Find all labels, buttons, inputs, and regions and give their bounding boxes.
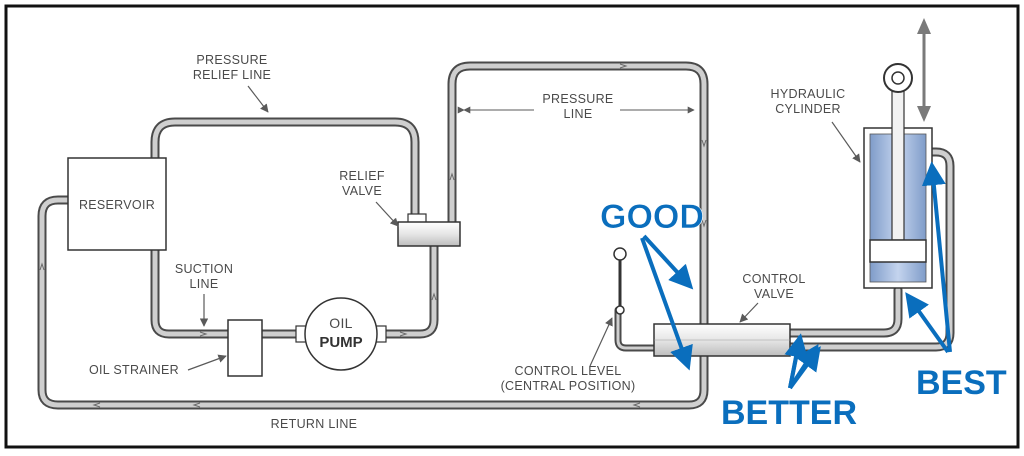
hydraulic-cylinder [863, 63, 933, 289]
flow-arrows [39, 63, 707, 408]
good-arrow-1 [642, 234, 694, 290]
suction-line-label-1: SUCTION [175, 262, 233, 276]
good-arrow-2 [640, 237, 693, 371]
oil-pump: OIL PUMP [295, 297, 387, 371]
suction-line-label-2: LINE [190, 277, 219, 291]
relief-valve [397, 213, 461, 247]
pressure-line-label-2: LINE [564, 107, 593, 121]
oil-strainer-label: OIL STRAINER [89, 363, 179, 377]
motion-arrow [917, 18, 931, 122]
control-valve-label-2: VALVE [754, 287, 794, 301]
ratings: GOOD BETTER BEST [600, 161, 1007, 432]
diagram-frame [4, 4, 1020, 449]
best-arrow-2 [905, 292, 950, 354]
pump-pump-label: PUMP [319, 334, 362, 351]
relief-valve-label-2: VALVE [342, 184, 382, 198]
hydraulic-cylinder-label-2: CYLINDER [775, 102, 841, 116]
reservoir-label: RESERVOIR [79, 198, 155, 212]
control-level-label-2: (CENTRAL POSITION) [501, 379, 636, 393]
pressure-relief-label-2: RELIEF LINE [193, 68, 271, 82]
pipes [37, 61, 955, 410]
oil-strainer [227, 319, 263, 377]
reservoir: RESERVOIR [67, 157, 167, 251]
pressure-relief-label-1: PRESSURE [196, 53, 267, 67]
rating-good: GOOD [600, 198, 704, 236]
pump-oil-label: OIL [329, 315, 352, 331]
control-level-label-1: CONTROL LEVEL [515, 364, 622, 378]
pressure-line-label-1: PRESSURE [542, 92, 613, 106]
return-line-label: RETURN LINE [271, 417, 358, 431]
control-valve-label-1: CONTROL [742, 272, 805, 286]
rating-better: BETTER [721, 394, 857, 432]
relief-valve-label-1: RELIEF [339, 169, 385, 183]
control-lever [613, 247, 627, 315]
best-arrow-1 [921, 161, 952, 353]
labels: PRESSURE RELIEF LINE PRESSURE LINE RELIE… [89, 53, 861, 431]
hydraulic-cylinder-label-1: HYDRAULIC [771, 87, 846, 101]
rating-best: BEST [916, 364, 1007, 402]
